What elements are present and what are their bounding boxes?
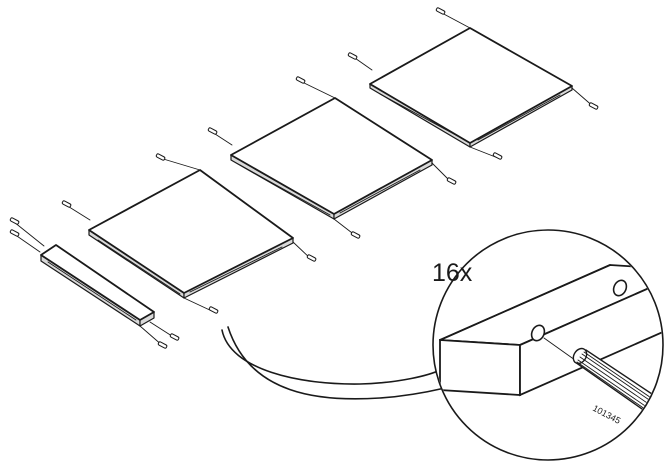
dowel-pins-front-strip xyxy=(9,217,180,349)
shelf-panel-2 xyxy=(88,169,294,299)
dowel-pins-panel-3 xyxy=(207,76,457,239)
panel-edge-side xyxy=(519,268,662,397)
panel-edge-front xyxy=(439,339,521,396)
shelf-panel-3 xyxy=(230,97,433,220)
detail-magnifier xyxy=(432,229,664,461)
detail-callout-leader xyxy=(221,326,446,400)
dowel-pins-panel-2 xyxy=(61,153,317,314)
shelf-panel-4 xyxy=(369,27,573,148)
dowel-pins-panel-4 xyxy=(347,7,599,160)
dowel-hole-2 xyxy=(612,279,628,297)
quantity-label: 16x xyxy=(432,259,473,287)
front-strip xyxy=(40,244,155,327)
dowel-hole-1 xyxy=(530,324,546,342)
